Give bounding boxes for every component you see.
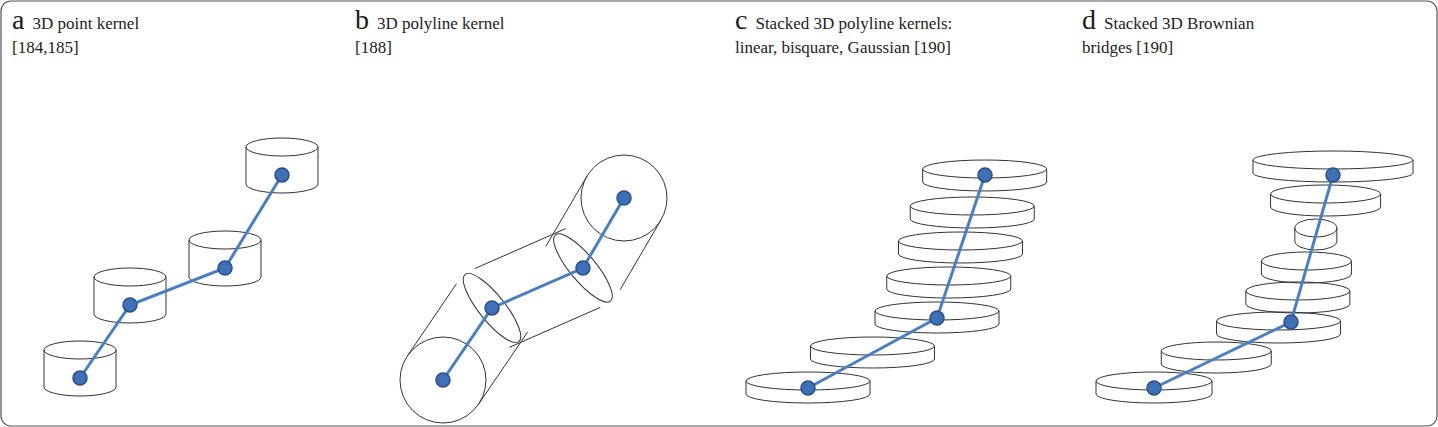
trajectory-point [123, 298, 137, 312]
stacked-kernel-disk-side [746, 381, 870, 403]
trajectory-point [617, 191, 631, 205]
panel-letter: a [12, 4, 24, 35]
trajectory-point [436, 373, 450, 387]
trajectory-point [576, 261, 590, 275]
tube-wall [475, 229, 566, 269]
trajectory-point [1147, 381, 1161, 395]
point-kernel-cylinder [246, 138, 318, 193]
stacked-kernel-disk-side [923, 169, 1047, 191]
trajectory-point [218, 261, 232, 275]
trajectory-point [73, 371, 87, 385]
panel-letter: b [355, 4, 369, 35]
trajectory-point [978, 168, 992, 182]
point-kernel-cylinder-top [189, 231, 261, 249]
trajectory-point [930, 311, 944, 325]
tube-end-cap [581, 155, 667, 241]
trajectory-line [808, 175, 985, 388]
brownian-bridge-disk-side [1096, 381, 1212, 403]
stacked-kernel-disk [746, 372, 870, 403]
panel-title: 3D point kernel [184,185] [12, 14, 139, 57]
trajectory-point [1284, 315, 1298, 329]
panel-title: Stacked 3D Brownian bridges [190] [1082, 14, 1254, 57]
tube-wall [509, 307, 600, 347]
trajectory-point [801, 381, 815, 395]
trajectory-line [80, 175, 282, 378]
trajectory-point [1326, 168, 1340, 182]
tube-wall [407, 284, 456, 356]
point-kernel-cylinder-top [94, 268, 166, 286]
panel-letter: c [735, 4, 747, 35]
trajectory-point [485, 301, 499, 315]
trajectory-point [275, 168, 289, 182]
tube-end-cap [400, 337, 486, 423]
brownian-bridge-disk [1096, 372, 1212, 403]
kernel-shapes [44, 138, 1413, 423]
tube-wall [620, 220, 661, 290]
stacked-kernel-disk-side [875, 311, 999, 333]
tube-joint [455, 266, 529, 349]
point-kernel-cylinder [44, 341, 116, 396]
point-kernel-cylinder-top [246, 138, 318, 156]
brownian-bridge-disk-side [1217, 321, 1341, 343]
brownian-bridge-disk [1253, 151, 1413, 182]
panel-heading: a3D point kernel [184,185] [12, 8, 202, 60]
brownian-bridge-disk-side [1161, 351, 1271, 373]
panel-heading: b3D polyline kernel [188] [355, 8, 530, 60]
stacked-kernel-disk [875, 302, 999, 333]
trajectory-line [1154, 175, 1333, 388]
stacked-kernel-disk-side [811, 346, 935, 368]
panel-title: Stacked 3D polyline kernels: linear, bis… [735, 14, 952, 57]
panel-title: 3D polyline kernel [188] [355, 14, 504, 57]
panel-letter: d [1082, 4, 1096, 35]
brownian-bridge-disk-top [1253, 151, 1413, 169]
tube-joint [545, 227, 620, 310]
trajectory-line [443, 198, 624, 380]
trajectory-tracks [73, 168, 1340, 395]
panel-heading: cStacked 3D polyline kernels: linear, bi… [735, 8, 997, 60]
polyline-kernel-tube [400, 155, 667, 423]
panel-heading: dStacked 3D Brownian bridges [190] [1082, 8, 1290, 60]
brownian-bridge-disk-side [1253, 160, 1413, 182]
stacked-kernel-disk [923, 160, 1047, 191]
